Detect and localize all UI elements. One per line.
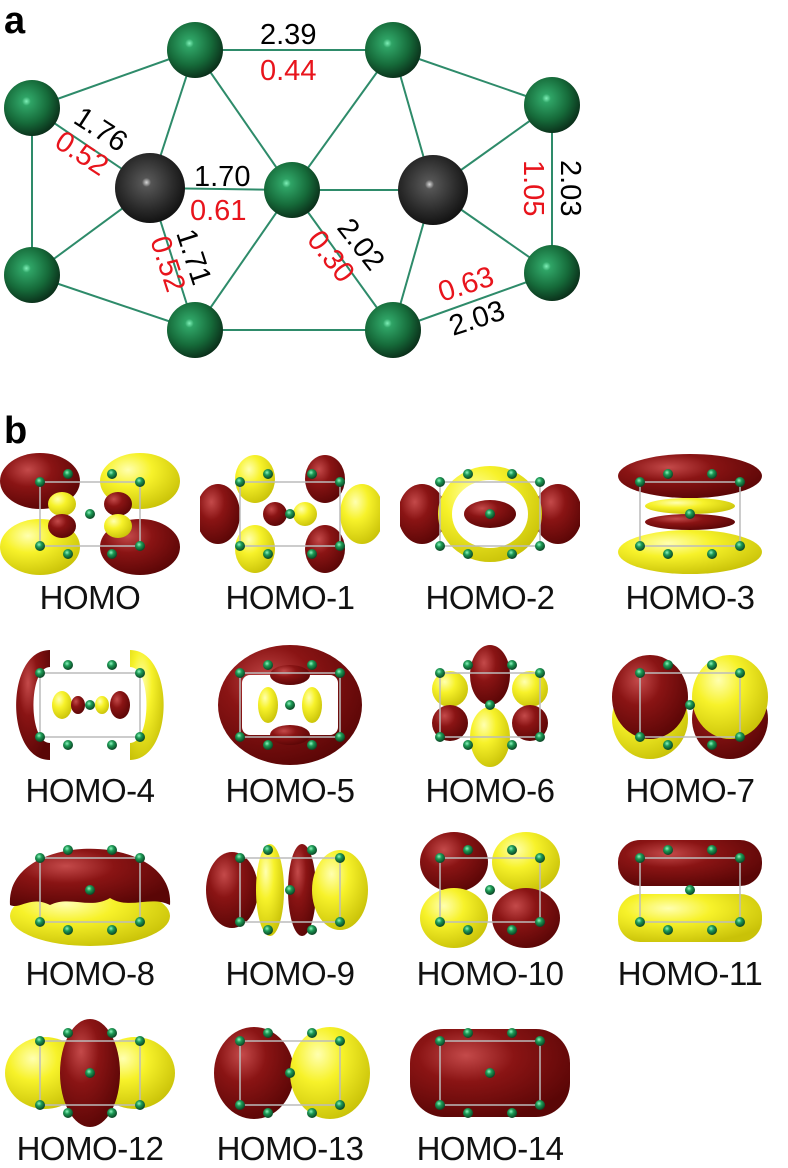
orbital-label: HOMO-5: [225, 772, 356, 809]
panel-b-label: b: [4, 410, 28, 452]
orbital-homo-10: HOMO-10: [400, 828, 580, 993]
bond-order-label: 1.05: [517, 160, 549, 216]
orbital-homo-1: HOMO-1: [200, 452, 380, 617]
orbital-label: HOMO-1: [225, 579, 356, 616]
bond-order-label: 0.44: [260, 55, 316, 87]
orbital-homo-7: HOMO-7: [600, 640, 780, 810]
orbital-homo-9: HOMO-9: [200, 828, 380, 993]
orbital-homo-4: HOMO-4: [0, 640, 180, 810]
orbital-label: HOMO-2: [425, 579, 556, 616]
orbital-homo-5: HOMO-5: [200, 640, 380, 810]
bond-order-label: 0.61: [190, 195, 246, 227]
orbital-label: HOMO-6: [425, 772, 556, 809]
orbital-homo-2: HOMO-2: [400, 452, 580, 617]
orbital-label: HOMO-3: [625, 579, 756, 616]
orbital-label: HOMO-4: [25, 772, 156, 809]
bond-length-label: 1.70: [194, 161, 250, 193]
bond-length-label: 2.03: [554, 160, 586, 216]
orbital-label: HOMO-10: [416, 955, 564, 992]
orbital-homo-6: HOMO-6: [400, 640, 580, 810]
orbital-homo: HOMO: [0, 452, 180, 617]
bond-length-label: 2.39: [260, 19, 316, 51]
orbital-label: HOMO-11: [617, 955, 763, 992]
orbital-label: HOMO-7: [625, 772, 756, 809]
carbon-atoms: [115, 153, 468, 225]
orbital-homo-13: HOMO-13: [200, 1018, 380, 1168]
orbital-homo-11: HOMO-11: [600, 828, 780, 993]
orbital-label: HOMO-9: [225, 955, 356, 992]
orbital-isosurface-icon: [0, 453, 180, 575]
orbital-label: HOMO-8: [25, 955, 156, 992]
molecular-structure-panel: 2.39 0.44 1.76 0.52 1.70 0.61 1.71 0.52 …: [0, 0, 788, 380]
orbital-label: HOMO: [39, 579, 141, 616]
cluster-structure-diagram: 2.39 0.44 1.76 0.52 1.70 0.61 1.71 0.52 …: [4, 19, 586, 358]
orbital-label: HOMO-13: [216, 1130, 364, 1167]
orbital-label: HOMO-14: [416, 1130, 564, 1167]
orbital-homo-8: HOMO-8: [0, 828, 180, 993]
orbital-label: HOMO-12: [16, 1130, 164, 1167]
boron-atoms: [4, 22, 580, 358]
orbital-homo-12: HOMO-12: [0, 1018, 180, 1168]
orbital-homo-14: HOMO-14: [400, 1018, 580, 1168]
panel-a-label: a: [4, 0, 26, 42]
orbital-homo-3: HOMO-3: [600, 452, 780, 617]
